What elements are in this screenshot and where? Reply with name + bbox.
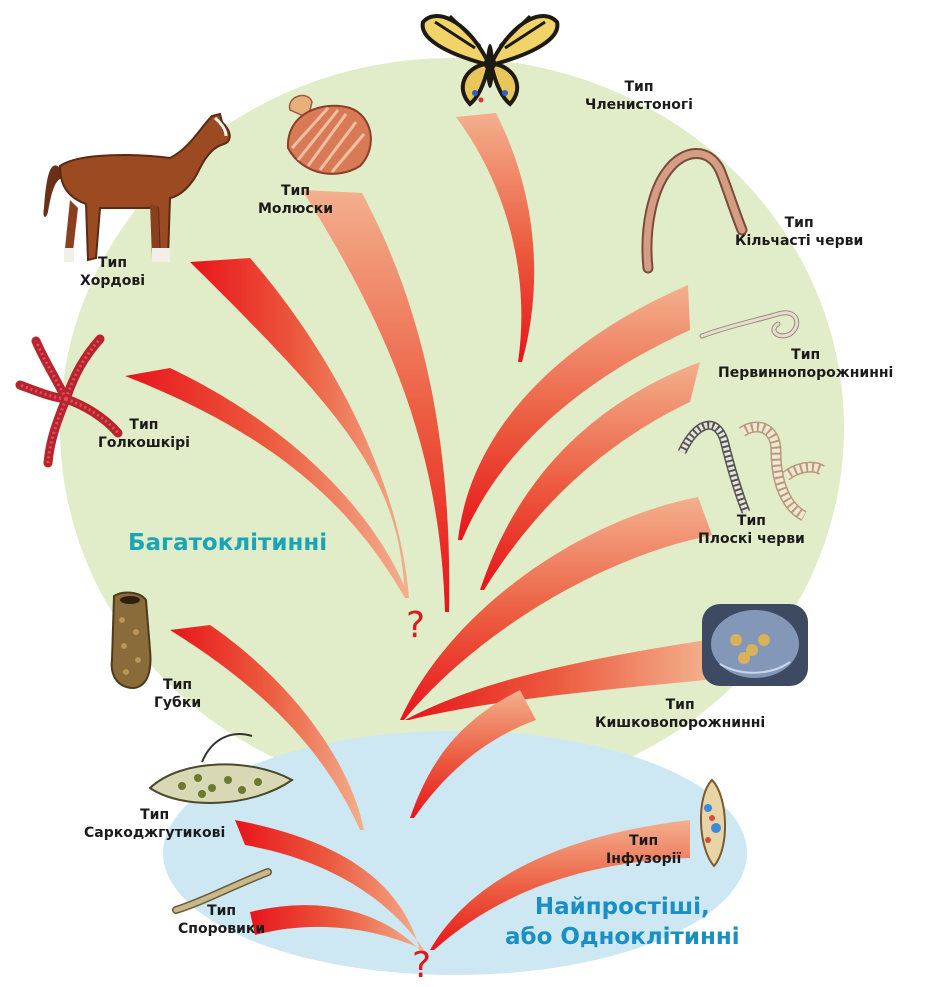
label-flatworms-type: Тип [698,512,805,530]
label-cnidarians-name: Кишковопорожнинні [595,714,765,732]
sponge-icon [104,590,156,690]
euglena-icon [142,728,302,818]
label-arthropods-type: Тип [585,78,693,96]
label-nematodes: Тип Первиннопорожнинні [718,346,893,382]
label-arthropods-name: Членистоногі [585,96,693,114]
label-sponges-type: Тип [154,676,201,694]
label-sponges-name: Губки [154,694,201,712]
label-sarcomastigophora-name: Саркоджгутикові [84,824,225,842]
label-sporozoa-type: Тип [178,902,265,920]
horse-icon [40,108,240,273]
butterfly-icon [415,8,565,108]
label-flatworms-name: Плоскі черви [698,530,805,548]
label-chordates-type: Тип [80,254,145,272]
label-sporozoa-name: Споровики [178,920,265,938]
scallop-shell-icon [268,88,380,178]
group-title-multicellular-text: Багатоклітинні [128,530,327,556]
label-molluscs: Тип Молюски [258,182,333,218]
label-sarcomastigophora: Тип Саркоджгутикові [84,806,225,842]
label-nematodes-name: Первиннопорожнинні [718,364,893,382]
label-sarcomastigophora-type: Тип [84,806,225,824]
paramecium-icon [692,778,732,868]
label-annelids-name: Кільчасті черви [735,232,863,250]
label-flatworms: Тип Плоскі черви [698,512,805,548]
label-cnidarians: Тип Кишковопорожнинні [595,696,765,732]
label-echinoderms: Тип Голкошкірі [98,416,190,452]
group-title-multicellular: Багатоклітинні [128,530,327,556]
jellyfish-icon [700,600,810,690]
group-title-unicellular: Найпростіші, або Одноклітинні [505,892,740,952]
tapeworm-icon [676,412,826,522]
label-echinoderms-name: Голкошкірі [98,434,190,452]
label-cnidarians-type: Тип [595,696,765,714]
label-chordates-name: Хордові [80,272,145,290]
label-annelids-type: Тип [735,214,863,232]
question-mark-lower: ? [412,948,431,984]
label-annelids: Тип Кільчасті черви [735,214,863,250]
label-nematodes-type: Тип [718,346,893,364]
group-title-unicellular-line2: або Одноклітинні [505,922,740,952]
label-ciliates-name: Інфузорії [606,850,681,868]
label-ciliates: Тип Інфузорії [606,832,681,868]
question-mark-upper: ? [406,608,425,644]
label-chordates: Тип Хордові [80,254,145,290]
label-ciliates-type: Тип [606,832,681,850]
label-sponges: Тип Губки [154,676,201,712]
group-title-unicellular-line1: Найпростіші, [505,892,740,922]
label-arthropods: Тип Членистоногі [585,78,693,114]
label-molluscs-type: Тип [258,182,333,200]
earthworm-icon [638,140,748,275]
label-sporozoa: Тип Споровики [178,902,265,938]
label-molluscs-name: Молюски [258,200,333,218]
label-echinoderms-type: Тип [98,416,190,434]
